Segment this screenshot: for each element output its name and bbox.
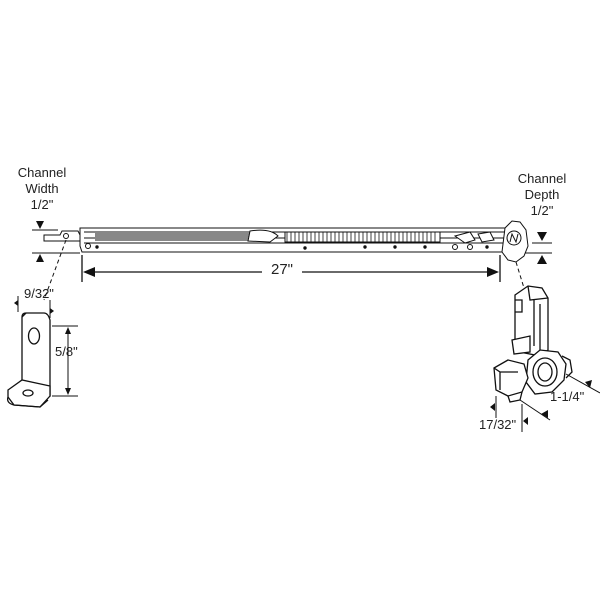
- bracket-height-label: 5/8": [55, 344, 78, 359]
- spring-coil: [284, 231, 441, 243]
- balance-bar: [43, 220, 529, 263]
- shoe-length-label: 1-1/4": [550, 389, 585, 404]
- shoe-leader-line: [515, 261, 525, 289]
- channel-width-value: 1/2": [30, 197, 54, 212]
- channel-width-dimension: [32, 221, 80, 262]
- channel-width-label: Channel Width 1/2": [10, 165, 74, 213]
- channel-width-line2: Width: [25, 181, 59, 196]
- channel-depth-label: Channel Depth 1/2": [510, 171, 574, 219]
- shoe-width-dimension: [490, 396, 528, 432]
- shoe-length-dimension: [519, 373, 600, 421]
- channel-depth-value: 1/2": [530, 203, 554, 218]
- bracket-width-label: 9/32": [24, 286, 54, 301]
- channel-depth-line2: Depth: [524, 187, 560, 202]
- channel-width-line1: Channel: [17, 165, 67, 180]
- mounting-bracket: [6, 312, 51, 408]
- bracket-height-dimension: [52, 325, 78, 397]
- length-dimension: [81, 255, 501, 282]
- balance-shoe: [493, 285, 573, 403]
- length-dimension-label: 27": [264, 262, 300, 278]
- channel-depth-line1: Channel: [517, 171, 567, 186]
- shoe-width-label: 17/32": [479, 417, 517, 432]
- bracket-leader-line: [43, 239, 67, 301]
- bracket-width-dimension: [14, 296, 54, 318]
